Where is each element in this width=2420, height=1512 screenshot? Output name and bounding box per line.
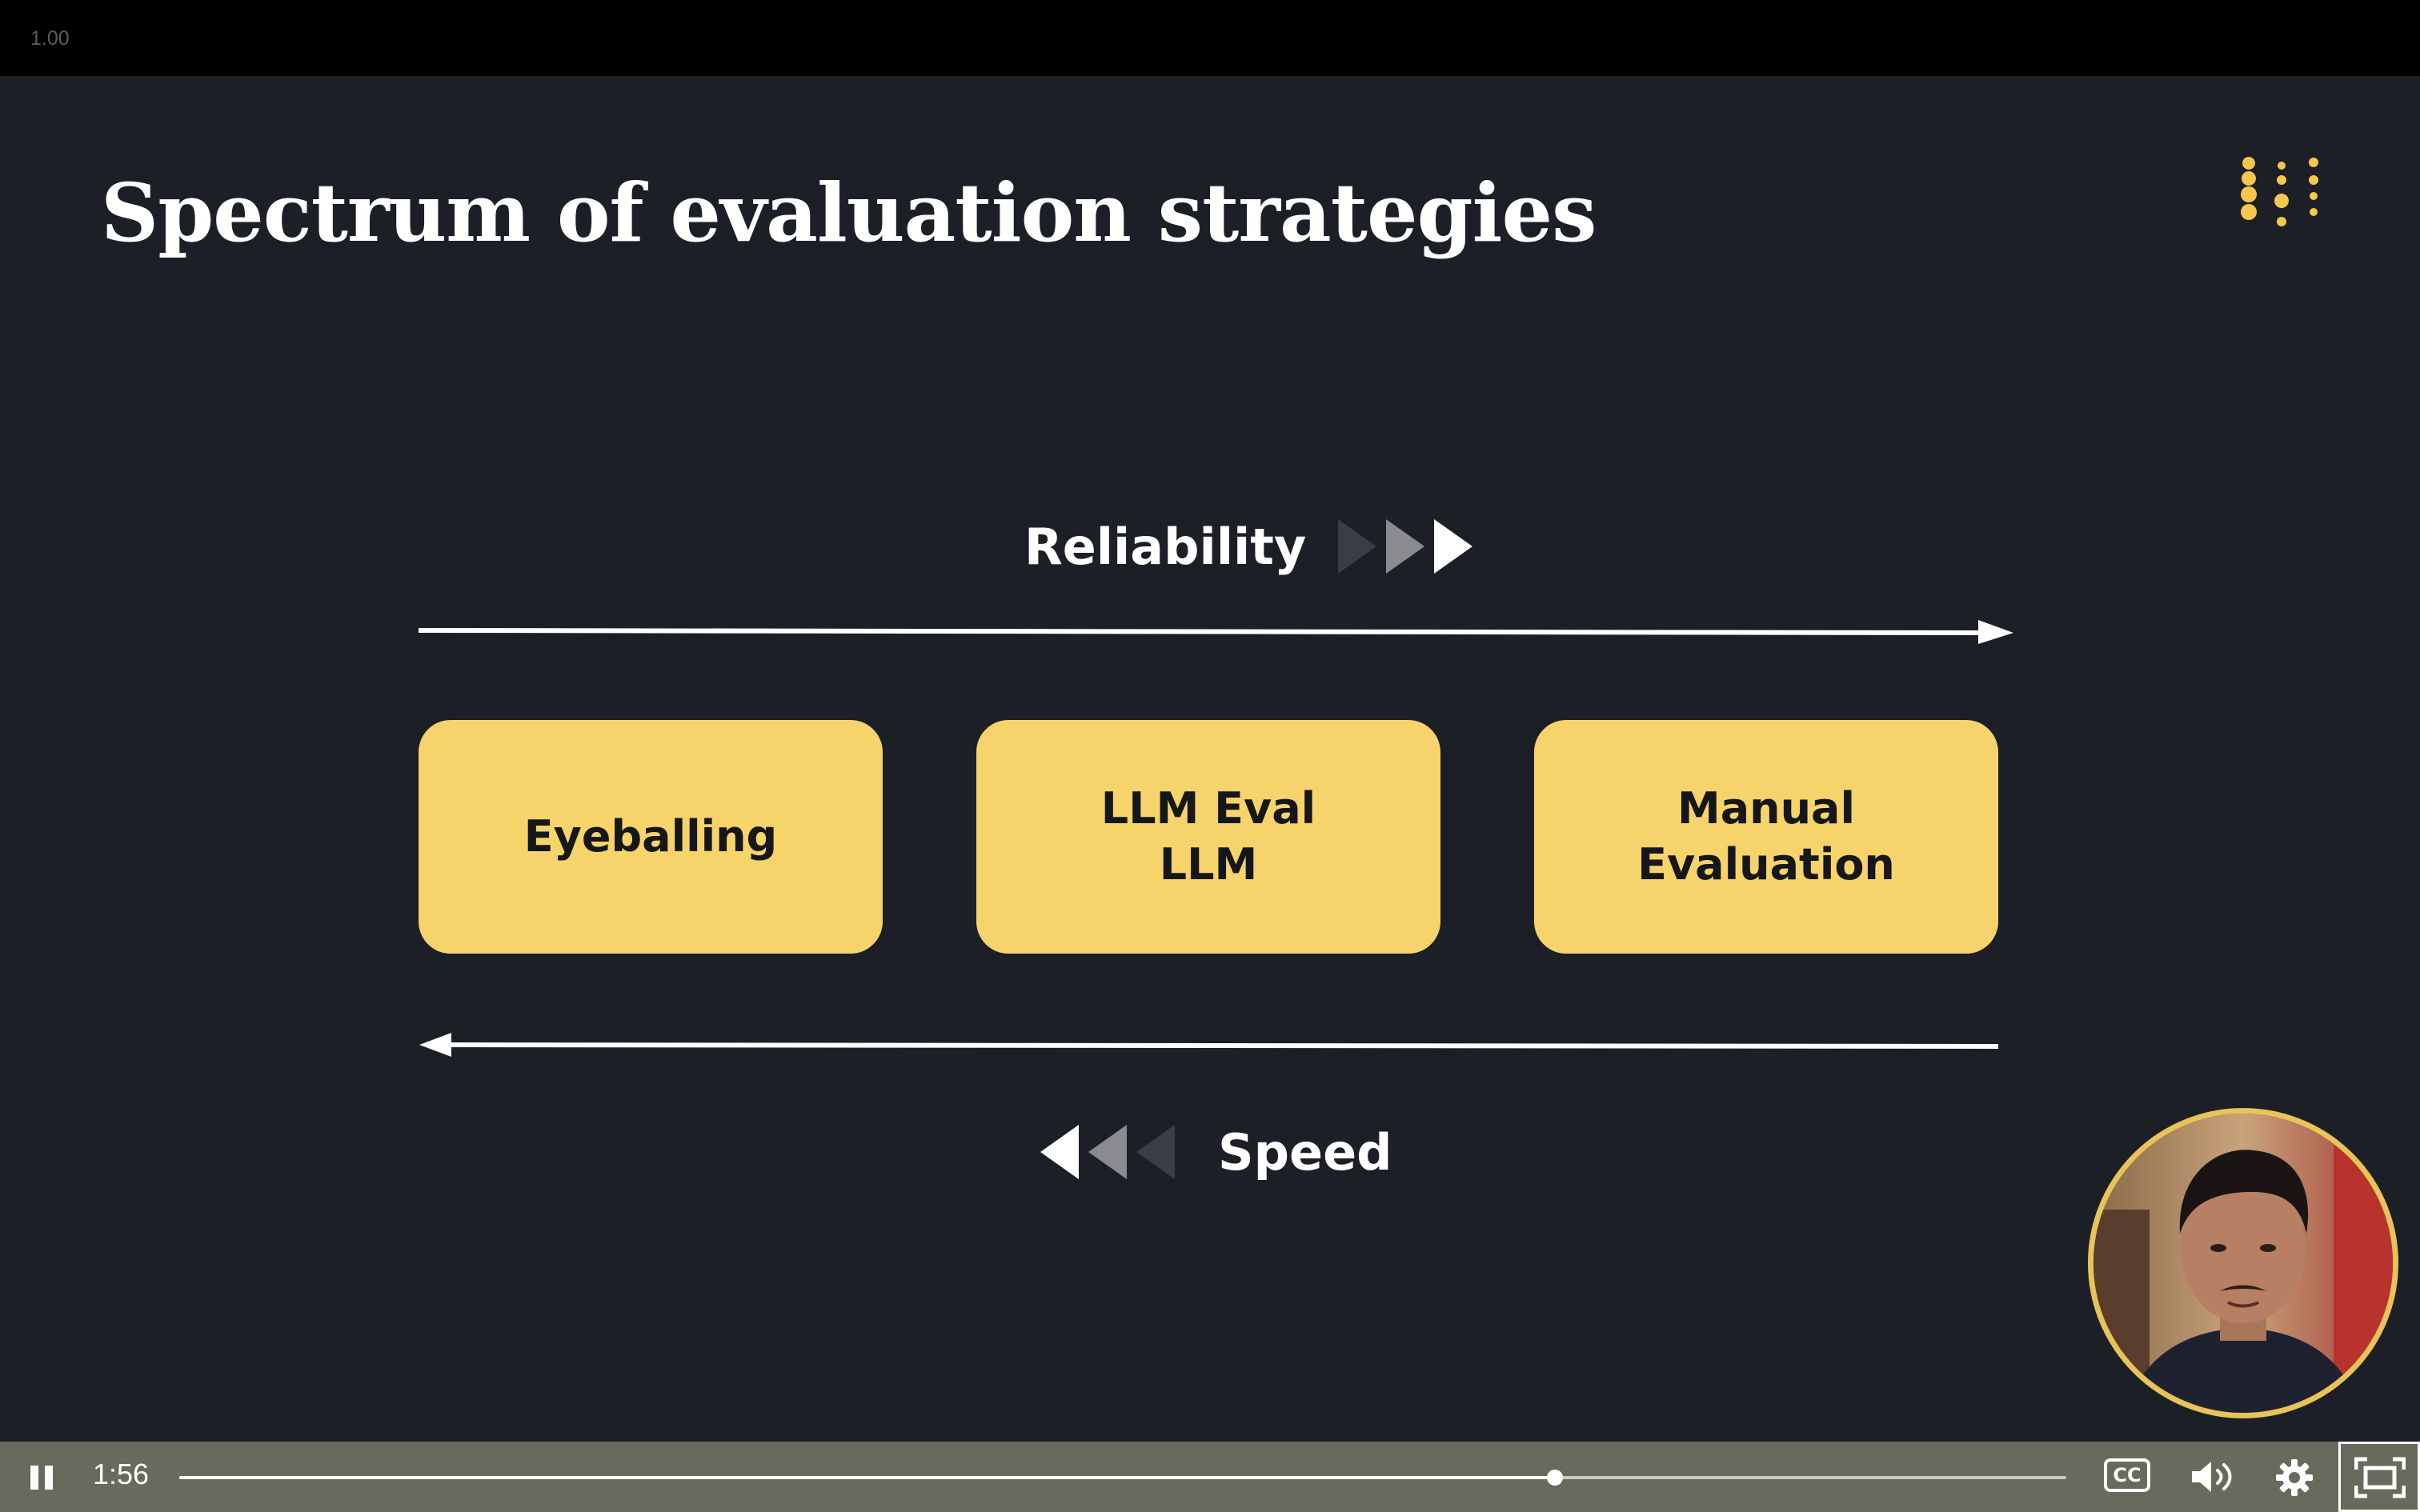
player-controls: 1:56 CC	[0, 1442, 2420, 1512]
progress-fill	[179, 1476, 1555, 1479]
reliability-label: Reliability	[1024, 517, 1307, 576]
closed-captions-icon[interactable]: CC	[2104, 1458, 2150, 1492]
speed-heading: Speed	[1040, 1108, 1392, 1196]
presenter-figure	[2093, 1114, 2393, 1413]
strategy-box-eyeballing: Eyeballing	[419, 720, 883, 954]
presenter-webcam	[2088, 1108, 2398, 1418]
strategy-label: Eyeballing	[523, 811, 778, 862]
playback-speed-label: 1.00	[30, 27, 70, 50]
speed-arrow	[419, 1033, 1999, 1057]
forward-arrows-icon	[1338, 519, 1473, 574]
progress-bar[interactable]	[179, 1470, 2066, 1486]
strategy-box-manual-evaluation: Manual Evaluation	[1534, 720, 1998, 954]
pause-icon[interactable]	[29, 1464, 54, 1491]
slide: Spectrum of evaluation strategies Reliab…	[0, 76, 2420, 1442]
reliability-arrow	[418, 620, 2013, 644]
top-bar: 1.00	[0, 0, 2420, 76]
strategy-label: Manual Evaluation	[1637, 783, 1895, 890]
gear-icon[interactable]	[2274, 1458, 2314, 1498]
backward-arrows-icon	[1040, 1125, 1175, 1179]
dots-logo-icon	[2241, 157, 2318, 226]
fullscreen-button[interactable]	[2338, 1442, 2420, 1512]
current-time: 1:56	[93, 1458, 150, 1490]
progress-thumb[interactable]	[1546, 1470, 1563, 1486]
speed-label: Speed	[1218, 1122, 1392, 1182]
fullscreen-icon	[2354, 1457, 2406, 1498]
volume-icon[interactable]	[2189, 1459, 2235, 1494]
strategy-label: LLM Eval LLM	[1100, 783, 1316, 890]
strategy-box-llm-eval: LLM Eval LLM	[976, 720, 1440, 954]
slide-title: Spectrum of evaluation strategies	[101, 166, 1597, 260]
reliability-heading: Reliability	[1024, 498, 1474, 594]
